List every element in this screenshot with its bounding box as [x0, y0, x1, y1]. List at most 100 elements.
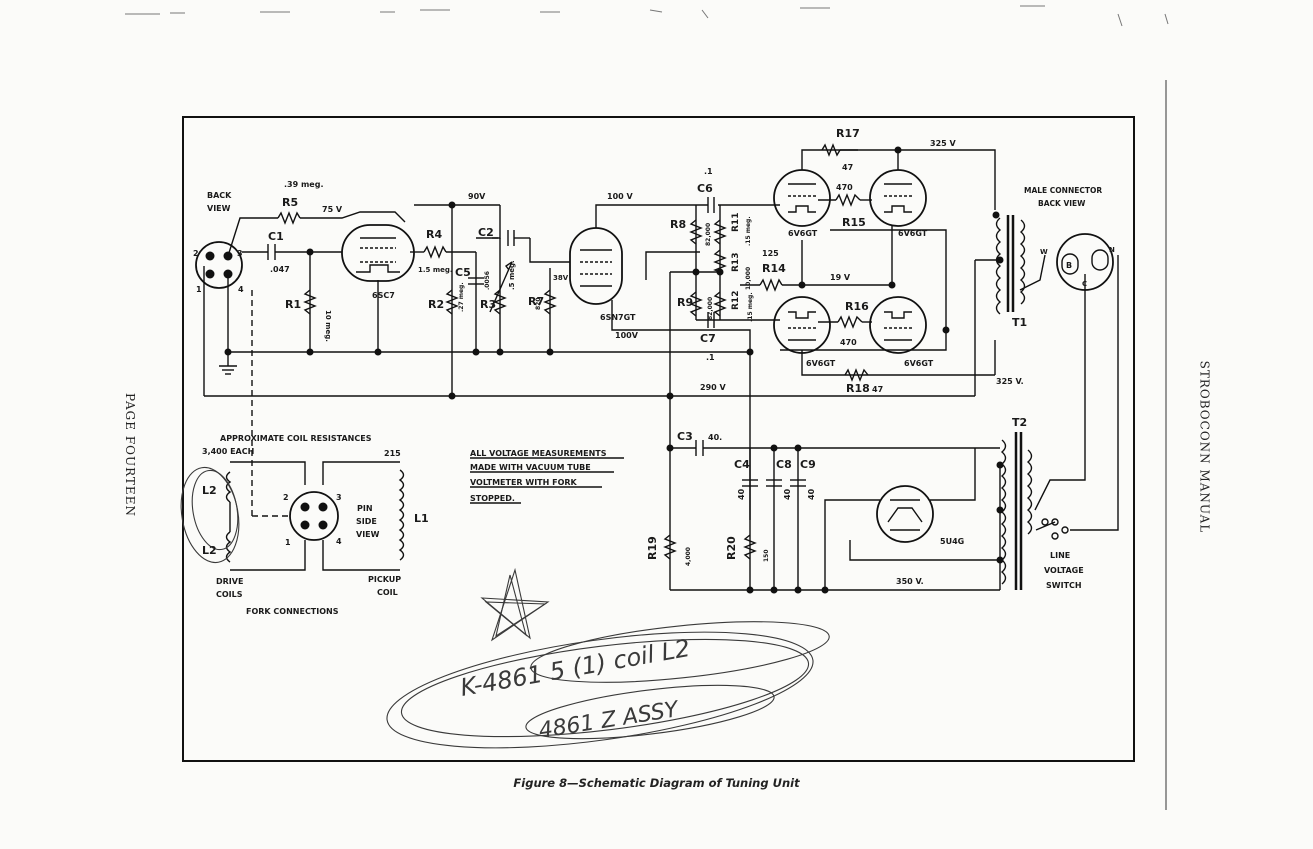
label-l1: L1 — [414, 512, 429, 525]
label-90v: 90V — [468, 192, 486, 201]
resistor-r16 — [837, 315, 863, 329]
resistor-r15 — [835, 193, 861, 207]
label-fork-connections: FORK CONNECTIONS — [246, 607, 339, 616]
label-r7: R7 — [528, 295, 544, 308]
resistor-r9 — [689, 291, 703, 317]
label-r3-pot: .5 meg. — [508, 260, 516, 290]
resistor-r12 — [713, 291, 727, 317]
label-r1: R1 — [285, 298, 301, 311]
capacitor-c8 — [766, 479, 782, 487]
label-75v: 75 V — [322, 205, 343, 214]
label-r5: R5 — [282, 196, 298, 209]
label-n3a: 3 — [237, 249, 243, 258]
label-pickup-1: PICKUP — [368, 575, 401, 584]
label-n4a: 4 — [238, 285, 244, 294]
tube-6v6gt-4 — [869, 296, 927, 354]
note-voltage-2: MADE WITH VACUUM TUBE — [470, 463, 591, 472]
label-r9: R9 — [677, 296, 693, 309]
label-r3: R3 — [480, 298, 496, 311]
label-back: BACK — [207, 191, 232, 200]
label-r11-val: .15 meg. — [745, 216, 752, 246]
tube-5u4g — [876, 485, 934, 543]
label-r14-val: 125 — [762, 249, 779, 258]
label-r20-val: 150 — [763, 549, 770, 562]
tube-6v6gt-3 — [773, 296, 831, 354]
label-line-1: LINE — [1050, 551, 1070, 560]
resistor-r1 — [303, 289, 317, 315]
label-n4b: 4 — [336, 537, 342, 546]
label-r2: R2 — [428, 298, 444, 311]
label-c8-val: 40 — [783, 488, 792, 500]
component-labels: BACK VIEW R5 .39 meg. 75 V C1 .047 R1 10… — [193, 127, 1115, 616]
label-290v: 290 V — [700, 383, 726, 392]
capacitor-c5 — [468, 277, 484, 285]
label-r17-val: 47 — [842, 163, 853, 172]
label-6v6gt-b: 6V6GT — [898, 229, 928, 238]
label-38v: 38V — [553, 274, 569, 282]
capacitor-c2 — [492, 230, 515, 246]
label-r9-val: 82,000 — [707, 297, 714, 320]
label-350v: 350 V. — [896, 577, 924, 586]
figure-caption: Figure 8—Schematic Diagram of Tuning Uni… — [513, 776, 800, 790]
label-r19-val: 4,000 — [685, 547, 692, 566]
capacitor-c6 — [707, 197, 715, 213]
label-c4: C4 — [734, 458, 750, 471]
line-voltage-switch — [1035, 518, 1069, 540]
capacitor-c3 — [695, 440, 704, 456]
resistor-r17 — [821, 143, 841, 157]
label-drive-2: COILS — [216, 590, 243, 599]
label-coil-each: 3,400 EACH — [202, 447, 254, 456]
diagram-border — [182, 116, 1135, 762]
label-r18-val: 47 — [872, 385, 883, 394]
label-r19: R19 — [646, 536, 659, 560]
capacitor-c9 — [790, 479, 806, 487]
resistor-r4 — [423, 245, 447, 259]
label-6sn7gt: 6SN7GT — [600, 313, 636, 322]
resistor-r7 — [543, 289, 557, 315]
note-voltage-3: VOLTMETER WITH FORK — [470, 478, 578, 487]
label-n3b: 3 — [336, 493, 342, 502]
label-view: VIEW — [207, 204, 231, 213]
label-c4-val: 40 — [737, 488, 746, 500]
label-100v-b: 100V — [615, 331, 639, 340]
label-t2: T2 — [1012, 416, 1027, 429]
label-c5-val: .27 meg. — [458, 282, 465, 312]
label-r5-val: .39 meg. — [284, 180, 323, 189]
label-100v-a: 100 V — [607, 192, 633, 201]
wiring — [203, 149, 1119, 591]
label-r11: R11 — [731, 213, 741, 232]
label-n2b: 2 — [283, 493, 289, 502]
capacitor-c7 — [707, 312, 715, 328]
transformer-t1 — [995, 215, 1026, 315]
male-connector — [1056, 233, 1114, 291]
label-r18: R18 — [846, 382, 870, 395]
page-number-side: PAGE FOURTEEN — [122, 393, 137, 517]
label-5u4g: 5U4G — [940, 537, 964, 546]
label-c3: C3 — [677, 430, 693, 443]
note-underlines — [470, 457, 624, 504]
label-pin-b: B — [1066, 261, 1072, 270]
note-voltage-4: STOPPED. — [470, 494, 515, 503]
label-c9: C9 — [800, 458, 816, 471]
label-l2-a: L2 — [202, 484, 217, 497]
label-male-2: BACK VIEW — [1038, 199, 1086, 208]
tube-6v6gt-1 — [773, 169, 831, 227]
tube-6sn7gt — [569, 227, 623, 305]
transformer-t2 — [1000, 432, 1033, 590]
label-215: 215 — [384, 449, 401, 458]
resistor-r11 — [713, 219, 727, 245]
label-r12-val: .15 meg. — [747, 292, 754, 322]
label-r8-val: 82,000 — [705, 223, 712, 246]
handwritten-annotation — [180, 466, 830, 749]
label-r12: R12 — [731, 291, 741, 310]
note-voltage-1: ALL VOLTAGE MEASUREMENTS — [470, 449, 607, 458]
label-c1: C1 — [268, 230, 284, 243]
label-r20: R20 — [725, 536, 738, 560]
label-pin-1: PIN — [357, 504, 373, 513]
label-r15-val: 470 — [836, 183, 853, 192]
resistor-r8 — [689, 219, 703, 245]
label-r15: R15 — [842, 216, 866, 229]
tubes — [341, 169, 934, 543]
